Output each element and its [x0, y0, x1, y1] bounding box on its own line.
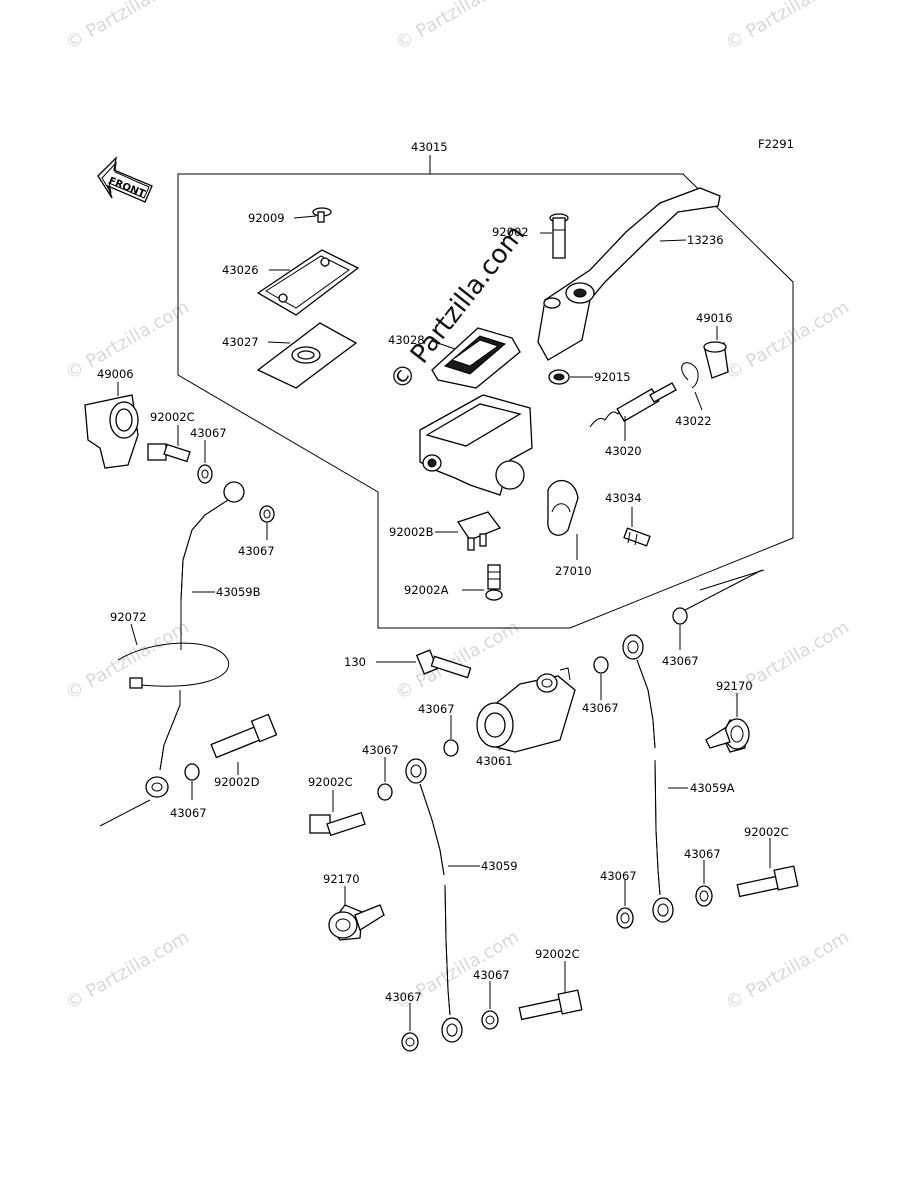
- washer-43067: [184, 763, 200, 781]
- part-label-43067: 43067: [600, 869, 637, 883]
- bolt-92002B: [623, 527, 651, 547]
- part-label-43067: 43067: [418, 702, 455, 716]
- washer-43067: [259, 505, 275, 523]
- part-label-43034: 27010: [555, 564, 592, 578]
- part-label-27010: 92002B: [389, 525, 434, 539]
- washer-43067: [197, 464, 213, 484]
- watermark: © Partzilla.com: [62, 617, 193, 705]
- banjo-bolt-92002C-right: [736, 865, 799, 898]
- part-label-49016: 49016: [696, 311, 733, 325]
- fitting-92170-left: [328, 904, 385, 941]
- bolt-130: [415, 649, 472, 679]
- brake-hose-43059: [405, 758, 463, 1043]
- brake-lever-13236: [537, 187, 721, 361]
- part-label-92002C: 92002C: [535, 947, 580, 961]
- part-label-43067: 43067: [582, 701, 619, 715]
- banjo-bolt-92002C-middle: [309, 811, 366, 837]
- part-label-43067: 43067: [238, 544, 275, 558]
- screw-92002A: [485, 564, 503, 601]
- washer-43067: [481, 1010, 499, 1030]
- pivot-bolt-92002: [549, 213, 569, 259]
- circlip-43022: [681, 362, 699, 389]
- part-label-92170: 92170: [323, 872, 360, 886]
- watermark: © Partzilla.com: [722, 297, 853, 385]
- clamp-43034: [547, 480, 579, 536]
- part-label-43067: 43067: [473, 968, 510, 982]
- washer-43067: [401, 1032, 419, 1052]
- brake-hose-43059A: [622, 634, 674, 923]
- watermark: © Partzilla.com: [62, 927, 193, 1015]
- diaphragm-plate-43027: [256, 322, 358, 389]
- part-label-92170: 92170: [716, 679, 753, 693]
- part-label-43067: 43067: [190, 426, 227, 440]
- reservoir-cap-43026: [256, 249, 360, 316]
- brake-switch-27010: [456, 511, 502, 551]
- washer-43067: [695, 885, 713, 907]
- part-label-43067: 43067: [362, 743, 399, 757]
- fitting-92170-right: [705, 718, 750, 753]
- watermark: © Partzilla.com: [62, 0, 193, 54]
- part-label-130: 130: [344, 655, 366, 669]
- part-label-92072: 92072: [110, 610, 147, 624]
- washer-43067: [672, 607, 688, 625]
- part-label-43022: 43022: [675, 414, 712, 428]
- part-label-43067: 43067: [662, 654, 699, 668]
- bolt-92002D: [210, 713, 278, 759]
- piston-kit-43020: [589, 382, 677, 428]
- part-label-43015: 43015: [411, 140, 448, 154]
- watermark-layer: © Partzilla.com © Partzilla.com © Partzi…: [62, 0, 853, 1014]
- part-label-49006: 49006: [97, 367, 134, 381]
- figure-code: F2291: [758, 137, 794, 151]
- part-label-43067: 43067: [684, 847, 721, 861]
- watermark: © Partzilla.com: [722, 0, 853, 54]
- clamp-band-92072: [117, 642, 230, 689]
- part-label-43028: 43028: [388, 333, 425, 347]
- part-label-92002A: 92002A: [404, 583, 449, 597]
- front-arrow-icon: FRONT: [97, 156, 153, 203]
- part-label-43059A: 43059A: [690, 781, 735, 795]
- joint-43061: [476, 667, 576, 753]
- part-label-92009: 92009: [248, 211, 285, 225]
- washer-43067: [443, 739, 459, 757]
- part-label-43020: 43020: [605, 444, 642, 458]
- watermark: © Partzilla.com: [392, 0, 523, 54]
- part-label-92002C: 92002C: [308, 775, 353, 789]
- master-cylinder-body: [419, 394, 533, 496]
- washer-43067: [616, 907, 634, 929]
- part-label-43067: 43067: [170, 806, 207, 820]
- part-label-43067: 43067: [385, 990, 422, 1004]
- banjo-bolt-92002C-bottom: [518, 989, 583, 1021]
- assembly-outline: [177, 173, 794, 629]
- diaphragm-43028: [431, 327, 521, 389]
- part-label-43026: 43026: [222, 263, 259, 277]
- part-label-92002: 92002: [492, 225, 529, 239]
- part-label-13236: 13236: [687, 233, 724, 247]
- part-label-43027: 43027: [222, 335, 259, 349]
- banjo-cover-49006: [84, 394, 139, 469]
- part-label-92002C: 92002C: [744, 825, 789, 839]
- brake-hose-43059B: [145, 481, 245, 798]
- part-label-43059B: 43059B: [216, 585, 261, 599]
- part-label-43059: 43059: [481, 859, 518, 873]
- watermark: © Partzilla.com: [722, 927, 853, 1015]
- part-label-43061: 43061: [476, 754, 513, 768]
- part-label-92002C: 92002C: [150, 410, 195, 424]
- nut-92015: [548, 369, 570, 385]
- washer-43067: [377, 783, 393, 801]
- dust-boot-49016: [703, 341, 729, 379]
- part-label-92002B: 43034: [605, 491, 642, 505]
- washer-43067: [593, 656, 609, 674]
- part-label-92015: 92015: [594, 370, 631, 384]
- watermark: © Partzilla.com: [392, 617, 523, 705]
- screw-92009: [312, 207, 332, 223]
- banjo-bolt-92002C-left: [147, 443, 191, 463]
- part-label-92002D: 92002D: [214, 775, 260, 789]
